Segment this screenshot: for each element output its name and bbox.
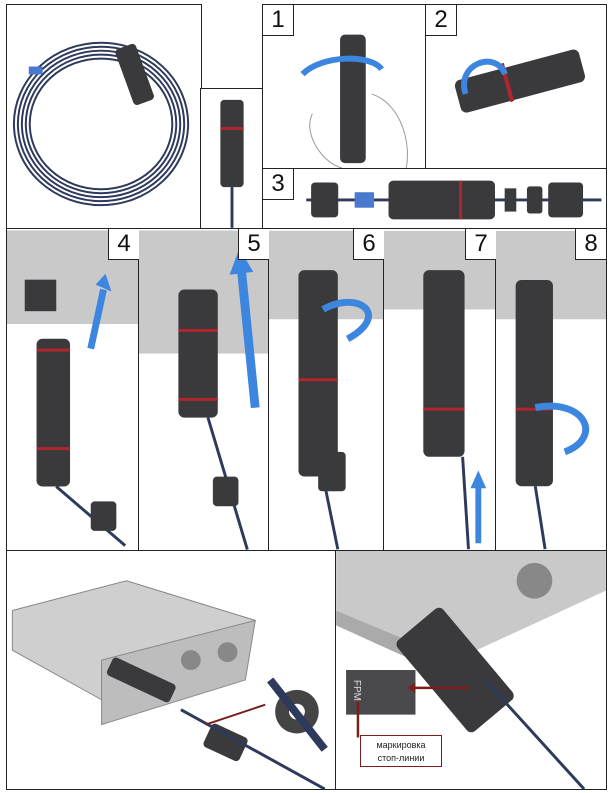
step-2-panel: 2 — [425, 4, 607, 170]
step-5-illustration — [139, 230, 269, 550]
assembly-illustration — [11, 580, 328, 789]
label-line-1: маркировка — [376, 740, 426, 750]
step-8-panel: 8 — [495, 228, 607, 552]
fpm-marking: FPM — [351, 680, 362, 701]
step-8-illustration — [496, 230, 606, 550]
stop-line-marking-label: маркировка стоп-линии — [360, 735, 442, 767]
cable-coil-illustration — [12, 41, 190, 207]
step-2-illustration — [454, 49, 585, 113]
step-4-panel: 4 — [6, 228, 140, 552]
cable-coil-panel — [6, 4, 202, 230]
step-4-illustration — [7, 230, 139, 547]
assembly-overview-panel — [6, 550, 337, 790]
step-3-panel: 3 — [262, 168, 607, 230]
step-number: 4 — [108, 229, 139, 260]
step-number: 7 — [465, 229, 496, 260]
step-7-illustration — [384, 230, 496, 550]
step-number: 8 — [575, 229, 606, 260]
label-line-2: стоп-линии — [377, 753, 425, 763]
step-6-illustration — [269, 230, 384, 550]
stop-line-illustration: FPM — [336, 551, 606, 789]
step-number: 3 — [263, 169, 294, 200]
step-7-panel: 7 — [383, 228, 497, 552]
step-6-panel: 6 — [268, 228, 385, 552]
step-1-illustration — [300, 34, 408, 169]
step-5-panel: 5 — [138, 228, 270, 552]
step-number: 1 — [263, 5, 294, 36]
connector-panel — [200, 88, 264, 230]
step-number: 6 — [353, 229, 384, 260]
step-3-illustration — [306, 180, 602, 220]
step-number: 5 — [238, 229, 269, 260]
step-1-panel: 1 — [262, 4, 427, 170]
step-number: 2 — [426, 5, 457, 36]
connector-illustration — [220, 99, 244, 228]
